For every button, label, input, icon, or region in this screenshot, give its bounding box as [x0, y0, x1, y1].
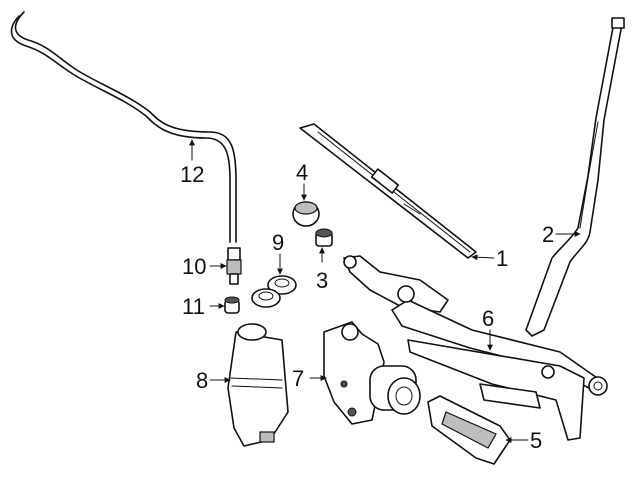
washer-reservoir	[227, 323, 289, 447]
callout-arrows	[189, 139, 581, 443]
callout-9: 9	[272, 230, 284, 255]
callout-labels: 1 2 3 4 5 6 7 8 9 10 11 12	[180, 160, 554, 453]
callout-7: 7	[292, 366, 304, 391]
wiper-linkage	[343, 255, 608, 441]
callout-4: 4	[296, 160, 308, 185]
pivot-cap	[292, 201, 320, 227]
callout-11: 11	[182, 294, 205, 319]
callout-12: 12	[180, 162, 204, 187]
motor-cover	[427, 395, 511, 465]
wiper-arm	[525, 17, 625, 337]
callout-10: 10	[182, 254, 206, 279]
callout-2: 2	[542, 222, 554, 247]
callout-3: 3	[316, 268, 328, 293]
wiper-blade	[299, 123, 477, 259]
callout-1: 1	[496, 246, 508, 271]
wiper-motor	[323, 321, 421, 425]
callout-5: 5	[530, 428, 542, 453]
seal-bushing	[251, 275, 297, 308]
washer-nozzle	[226, 247, 242, 285]
pivot-nut	[315, 228, 333, 247]
callout-8: 8	[196, 368, 208, 393]
grommet	[224, 296, 240, 314]
callout-6: 6	[482, 306, 494, 331]
washer-hose	[10, 11, 237, 243]
